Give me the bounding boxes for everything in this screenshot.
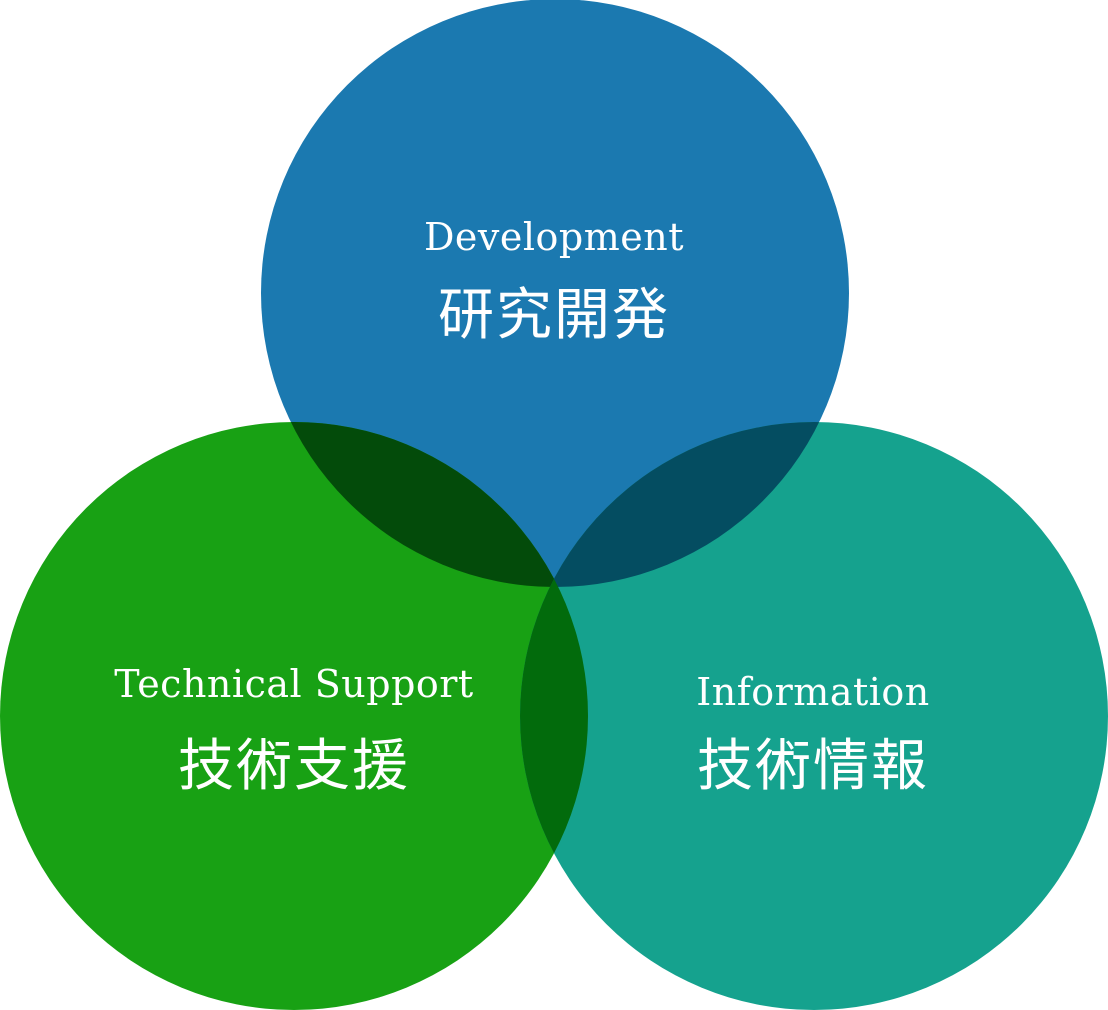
circle-development <box>261 0 849 587</box>
information-label-ja: 技術情報 <box>697 734 929 799</box>
information-label-en: Information <box>696 670 930 714</box>
development-label-ja: 研究開発 <box>438 283 670 348</box>
technical-support-label-en: Technical Support <box>114 662 473 706</box>
circle-information <box>520 422 1108 1010</box>
development-label-en: Development <box>424 215 684 259</box>
circle-technical-support <box>0 422 588 1010</box>
technical-support-label-ja: 技術支援 <box>178 734 410 799</box>
